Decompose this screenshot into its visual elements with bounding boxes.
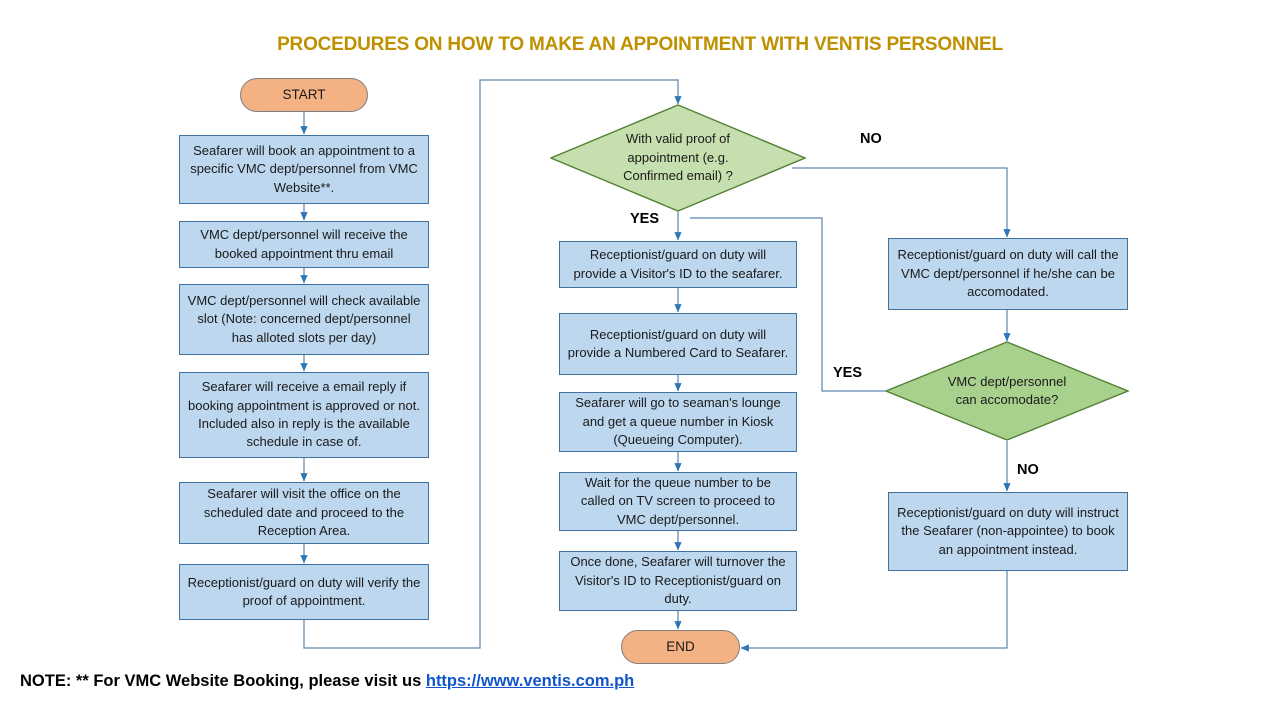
node-left-step-1-label: Seafarer will book an appointment to a s… [190,142,418,195]
node-right-instruct-box[interactable]: Receptionist/guard on duty will instruct… [888,492,1128,571]
node-left-step-3-label: VMC dept/personnel will check available … [187,292,421,345]
node-left-step-2-label: VMC dept/personnel will receive the book… [200,227,408,261]
decision-diamond-shape [550,104,806,212]
node-mid-step-2-label: Receptionist/guard on duty will provide … [567,326,789,360]
node-left-step-1[interactable]: Seafarer will book an appointment to a s… [179,135,429,204]
node-left-step-6-label: Receptionist/guard on duty will verify t… [187,574,421,608]
footer-note: NOTE: ** For VMC Website Booking, please… [20,672,634,691]
node-decision-can-accomodate-label: VMC dept/personnel can accomodate? [947,373,1067,407]
node-end[interactable]: END [621,630,740,664]
branch-label-decision2-no: NO [1017,462,1039,478]
ventis-website-link[interactable]: https://www.ventis.com.ph [425,672,635,690]
node-right-call-box-label: Receptionist/guard on duty will call the… [897,247,1119,300]
page-title: PROCEDURES ON HOW TO MAKE AN APPOINTMENT… [277,34,1003,55]
node-right-instruct-box-label: Receptionist/guard on duty will instruct… [897,504,1119,557]
node-mid-step-4[interactable]: Wait for the queue number to be called o… [559,472,797,531]
node-mid-step-1[interactable]: Receptionist/guard on duty will provide … [559,241,797,288]
node-mid-step-4-label: Wait for the queue number to be called o… [580,474,776,527]
decision-diamond-shape [885,341,1129,441]
node-mid-step-5[interactable]: Once done, Seafarer will turnover the Vi… [559,551,797,611]
node-left-step-4[interactable]: Seafarer will receive a email reply if b… [179,372,429,458]
node-right-call-box[interactable]: Receptionist/guard on duty will call the… [888,238,1128,310]
node-left-step-2[interactable]: VMC dept/personnel will receive the book… [179,221,429,268]
node-left-step-4-label: Seafarer will receive a email reply if b… [188,379,420,450]
node-decision-can-accomodate[interactable]: VMC dept/personnel can accomodate? [885,341,1129,441]
footer-note-text: NOTE: ** For VMC Website Booking, please… [20,672,426,690]
node-mid-step-1-label: Receptionist/guard on duty will provide … [573,247,783,281]
node-left-step-6[interactable]: Receptionist/guard on duty will verify t… [179,564,429,620]
node-decision-valid-proof-label: With valid proof of appointment (e.g. Co… [623,131,733,184]
node-left-step-5[interactable]: Seafarer will visit the office on the sc… [179,482,429,544]
node-left-step-5-label: Seafarer will visit the office on the sc… [203,486,405,539]
branch-label-decision1-yes: YES [630,211,660,227]
connector-decision1-no [792,167,1011,238]
node-mid-step-3-label: Seafarer will go to seaman's lounge and … [575,395,781,448]
node-end-label: END [666,639,695,655]
node-mid-step-5-label: Once done, Seafarer will turnover the Vi… [570,554,786,607]
node-left-step-3[interactable]: VMC dept/personnel will check available … [179,284,429,355]
branch-label-decision1-no: NO [860,131,882,147]
node-decision-valid-proof[interactable]: With valid proof of appointment (e.g. Co… [550,104,806,212]
node-mid-step-3[interactable]: Seafarer will go to seaman's lounge and … [559,392,797,452]
node-mid-step-2[interactable]: Receptionist/guard on duty will provide … [559,313,797,375]
node-start[interactable]: START [240,78,368,112]
branch-label-decision2-yes: YES [833,365,863,381]
node-start-label: START [282,87,326,103]
